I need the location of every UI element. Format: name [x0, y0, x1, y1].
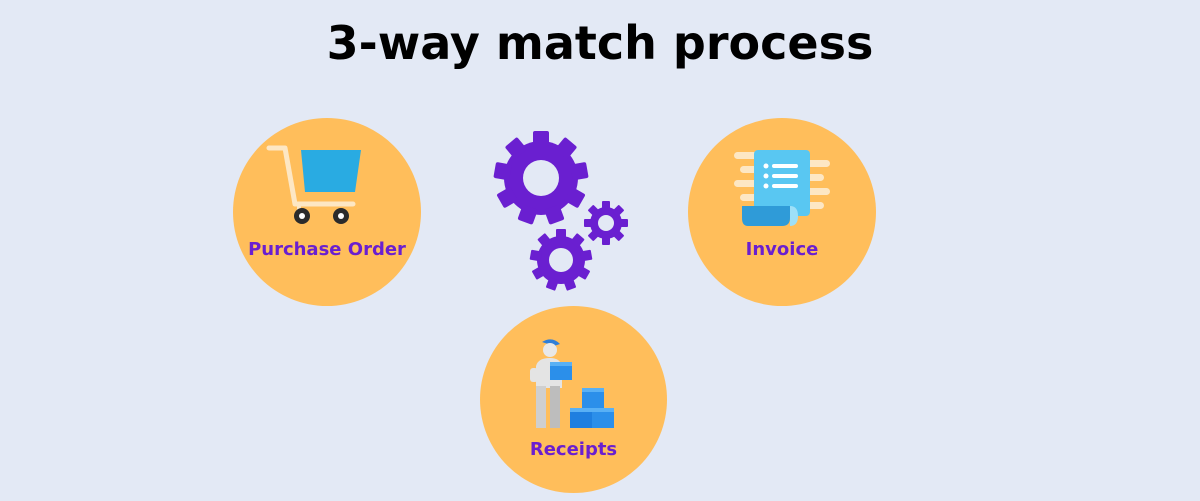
invoice-node: Invoice — [688, 118, 876, 306]
purchase-order-node: Purchase Order — [233, 118, 421, 306]
diagram-title: 3-way match process — [326, 16, 874, 70]
invoice-document-icon — [734, 150, 830, 226]
invoice-label: Invoice — [745, 239, 819, 260]
receipts-node: Receipts — [480, 306, 667, 493]
shopping-cart-icon — [266, 145, 361, 224]
purchase-order-label: Purchase Order — [248, 239, 406, 260]
delivery-person-boxes-icon — [530, 339, 614, 428]
gears-icon — [493, 131, 628, 291]
receipts-label: Receipts — [529, 439, 618, 460]
